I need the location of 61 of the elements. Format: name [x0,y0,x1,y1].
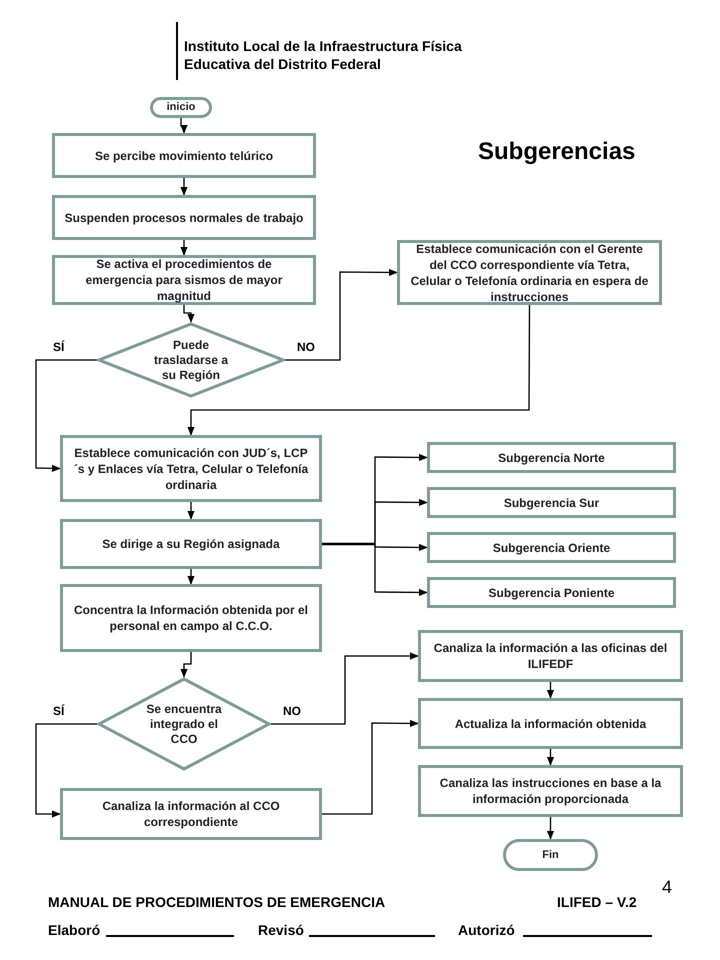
signature-label: Revisó [258,921,304,940]
process-box [418,765,683,817]
node-text: Canaliza la información a las oficinas del ILIFEDF [432,640,668,672]
terminal-pill [150,97,212,118]
node-text: Se percibe movimiento telúrico [94,148,274,164]
process-box [60,584,322,652]
node-text: Establece comunicación con el Gerente del CCO correspondiente vía Tetra, Celular o Telefonía ordinaria en espera de instrucciones [410,240,650,304]
arrow [35,723,97,818]
arrow [546,817,554,840]
node-text: Suspenden procesos normales de trabajo [64,210,304,226]
arrow [180,178,188,196]
process-box [427,577,676,608]
node-text: Se encuentra integrado el CCO [146,702,222,746]
node-text: Subgerencia Sur [504,494,600,510]
node-text: Actualiza la información obtenida [454,716,646,732]
process-box [427,442,676,473]
arrow [180,118,188,134]
process-box [427,487,676,518]
node-text: Canaliza las instrucciones en base a la información proporcionada [438,775,662,807]
version-text: ILIFED – V.2 [557,893,637,912]
arrow [187,305,530,436]
signature-label: Elaboró [48,921,100,940]
process-box [427,532,676,563]
footer-text: MANUAL DE PROCEDIMIENTOS DE EMERGENCIA [48,893,386,912]
process-box [52,195,316,240]
process-box [52,255,316,305]
node-text: Fin [542,848,559,863]
node-text: Subgerencia Poniente [488,584,615,600]
process-box [60,519,322,569]
process-box [52,133,316,178]
decision-diamond [97,677,271,771]
arrow [180,240,188,256]
node-text: Establece comunicación con JUD´s, LCP´s y Enlaces vía Tetra, Celular o Telefonía ordinaria [72,444,310,492]
arrow [285,268,398,361]
process-box [60,435,322,502]
arrow [271,652,419,725]
node-text: Se activa el procedimientos de emergencia para sismos de mayor magnitud [84,256,284,304]
arrow [180,652,192,678]
arrow [35,359,97,472]
node-text: Puede trasladarse a su Región [153,338,229,382]
node-text: Concentra la Información obtenida por el personal en campo al C.C.O. [72,602,310,634]
node-text: Subgerencia Oriente [492,540,610,556]
arrow [546,749,554,766]
header-text: Instituto Local de la Infraestructura Física Educativa del Distrito Federal [184,37,463,73]
node-text: Canaliza la información al CCO correspondiente [101,798,281,830]
node-text: Se dirige a su Región asignada [102,536,280,552]
signature-label: Autorizó [458,921,515,940]
process-box [418,630,683,682]
arrow [187,569,195,585]
node-text: inicio [166,100,196,116]
decision-diamond [97,322,285,398]
process-box [60,788,322,840]
process-box [418,698,683,749]
arrow [546,682,554,699]
arrow [322,720,419,815]
node-text: Subgerencia Norte [498,450,605,466]
arrow [187,502,195,520]
page-number: 4 [662,876,672,899]
arrow [183,305,195,323]
terminal-pill [503,839,598,871]
title: Subgerencias [478,137,636,167]
